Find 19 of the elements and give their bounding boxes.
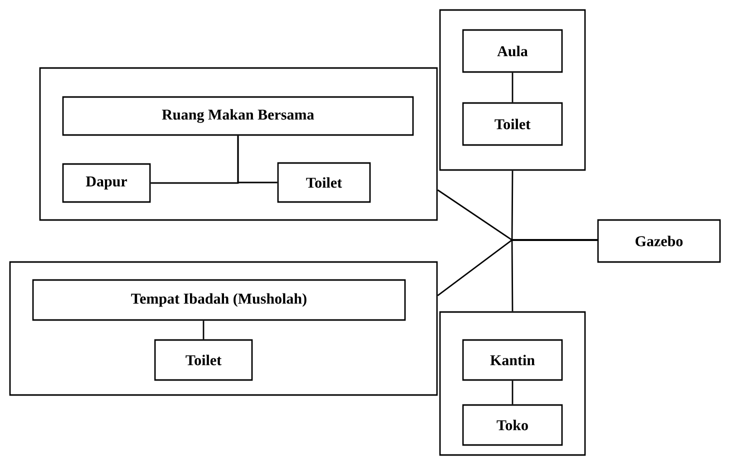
room-box: Tempat Ibadah (Musholah): [32, 279, 406, 321]
room-box: Kantin: [462, 339, 563, 381]
connector-line: [512, 380, 514, 404]
area-frame: [39, 67, 438, 221]
room-box: Dapur: [62, 163, 151, 203]
room-box: Toko: [462, 404, 563, 446]
room-box: Toilet: [462, 102, 563, 146]
area-frame: [439, 311, 586, 456]
connector-line: [202, 320, 204, 340]
room-box: Toilet: [277, 162, 371, 203]
room-box: Toilet: [154, 339, 253, 381]
area-frame: [9, 261, 438, 396]
connector-line: [512, 72, 514, 102]
room-box: Gazebo: [597, 219, 721, 263]
connector-line: [511, 239, 598, 312]
room-box: Ruang Makan Bersama: [62, 96, 414, 136]
connector-line: [237, 136, 278, 184]
room-box: Aula: [462, 29, 563, 73]
area-frame: [439, 9, 586, 171]
